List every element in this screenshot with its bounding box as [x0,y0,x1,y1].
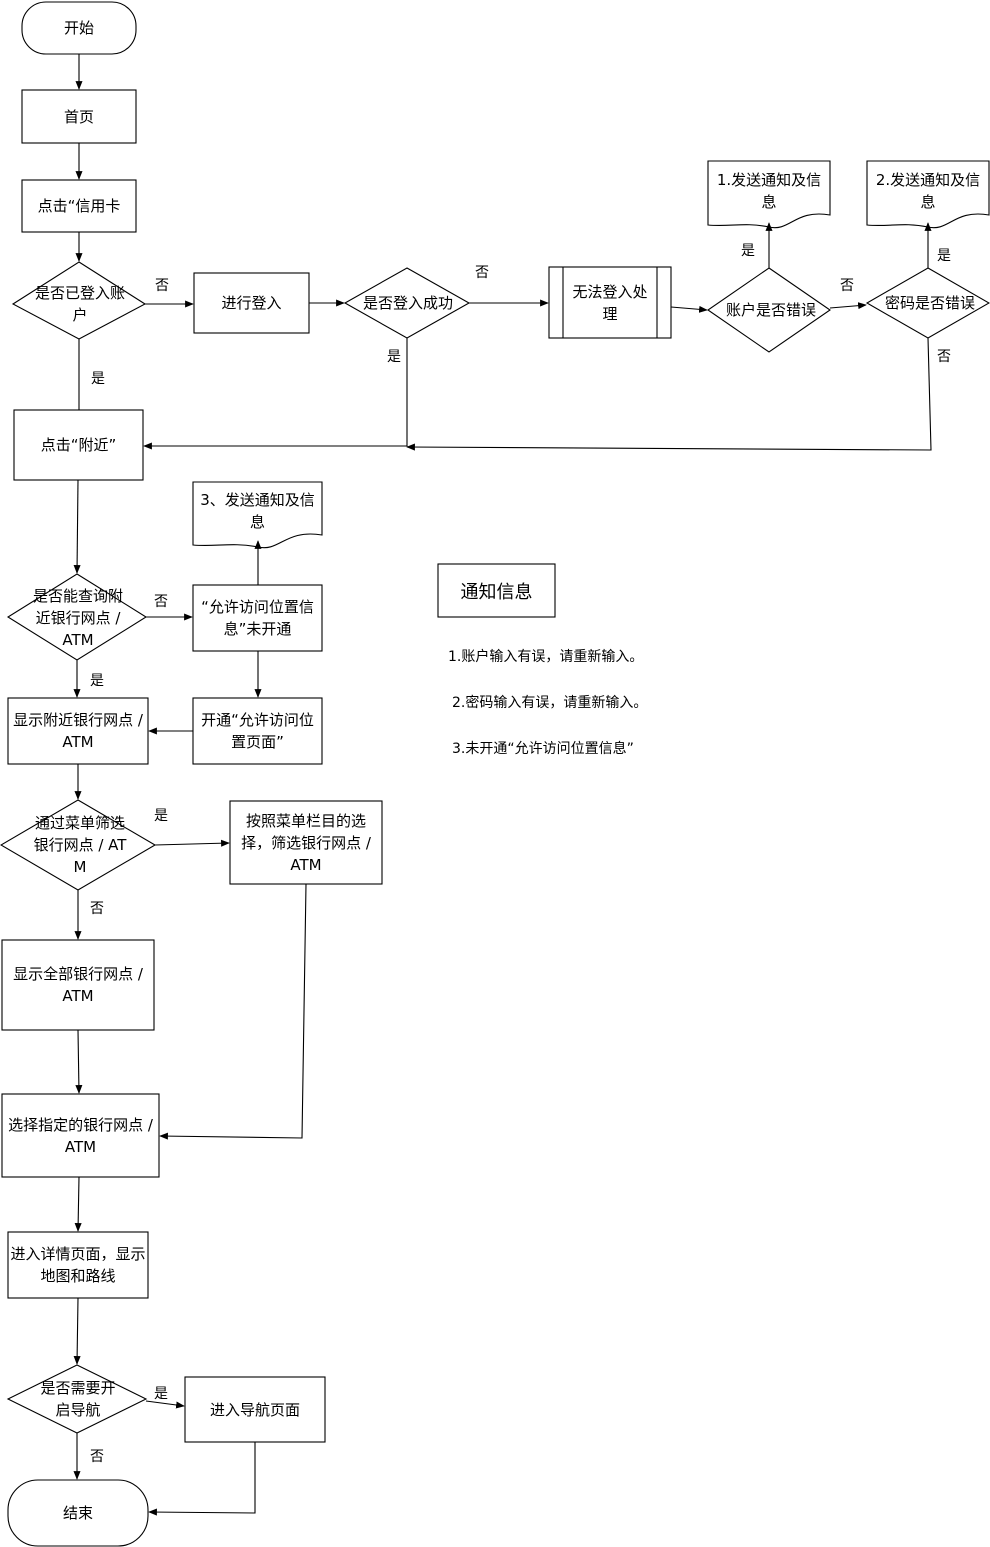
send-notice-2-document [866,160,990,229]
label-logged-no: 否 [155,278,169,294]
label-nav-no: 否 [90,1449,104,1465]
select-branch-box [1,1093,160,1178]
label-account-yes: 是 [741,243,755,259]
end-terminator [7,1479,149,1547]
notes-title-box [437,563,556,618]
send-notice-3-document [192,481,323,549]
location-off-box [192,584,323,652]
login-fail-box [548,266,672,339]
password-error-diamond [865,267,990,339]
label-password-yes: 是 [937,248,951,264]
nav-page-box [184,1376,326,1443]
do-login-box [193,272,310,334]
edge-nav-yes [145,1400,185,1409]
label-logged-yes: 是 [91,371,105,387]
note-item-1: 1.账户输入有误，请重新输入。 [448,649,644,665]
label-nav-yes: 是 [154,1386,168,1402]
account-error-diamond [707,267,831,353]
label-success-no: 否 [475,265,489,281]
need-nav-diamond [6,1364,148,1434]
home-box [21,89,137,144]
notes-title: 通知信息 [460,581,533,603]
label-filter-yes: 是 [154,808,168,824]
edge-nearby-query [73,479,81,574]
label-query-yes: 是 [90,673,104,689]
edge-navpage-end [148,1442,256,1516]
edge-password-no [406,337,932,451]
edge-success-yes [143,338,408,450]
note-item-3: 3.未开通“允许访问位置信息” [452,741,634,757]
label-filter-no: 否 [90,901,104,917]
menu-select-box [229,800,383,885]
click-credit-box [21,179,137,233]
edge-account-no [829,302,867,310]
edge-showall-select [75,1029,83,1094]
enable-location-box [192,697,323,765]
label-account-no: 否 [840,278,854,294]
show-all-box [1,939,155,1031]
edge-detail-nav [73,1297,81,1365]
edge-fail-account [670,305,708,313]
filter-by-menu-diamond [0,799,157,891]
label-password-no: 否 [937,349,951,365]
edge-menuselect-select [159,883,307,1140]
show-nearby-box [7,697,149,765]
label-query-no: 否 [154,594,168,610]
login-success-diamond [343,267,471,339]
start-terminator [21,1,137,55]
click-nearby-box [13,409,144,481]
note-item-2: 2.密码输入有误，请重新输入。 [452,695,648,711]
label-success-yes: 是 [387,349,401,365]
edge-select-detail [74,1176,82,1232]
edge-filter-yes [154,839,230,847]
detail-page-box [7,1231,149,1299]
is-logged-in-diamond [11,261,147,340]
can-query-diamond [6,573,148,661]
send-notice-1-document [707,160,831,229]
